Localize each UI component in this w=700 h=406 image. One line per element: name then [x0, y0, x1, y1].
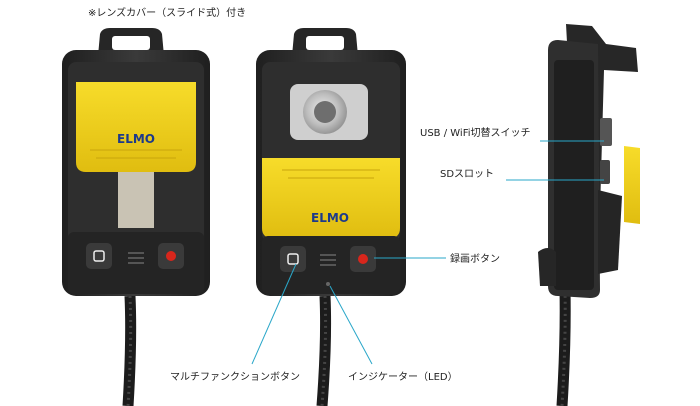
camera-side-view — [538, 24, 640, 406]
usb-wifi-switch-label: USB / WiFi切替スイッチ — [420, 128, 531, 139]
record-button-label: 録画ボタン — [450, 254, 500, 265]
sd-slot — [600, 160, 610, 184]
leader-lines — [251, 140, 604, 365]
brand-logo: ELMO — [117, 132, 155, 146]
camera-cover-open: ELMO — [256, 28, 406, 406]
brand-logo: ELMO — [311, 211, 349, 225]
record-icon — [166, 251, 176, 261]
usb-wifi-switch — [600, 118, 612, 146]
record-icon — [358, 254, 368, 264]
multifunction-button-label: マルチファンクションボタン — [170, 372, 300, 383]
lens-cover-note: ※レンズカバー（スライド式）付き — [88, 8, 247, 19]
camera-cover-closed: ELMO — [62, 28, 210, 406]
led-indicator — [326, 282, 330, 286]
indicator-label: インジケーター（LED） — [348, 372, 458, 383]
sd-slot-label: SDスロット — [440, 169, 495, 180]
multifunction-icon — [287, 253, 299, 265]
multifunction-icon — [93, 250, 105, 262]
